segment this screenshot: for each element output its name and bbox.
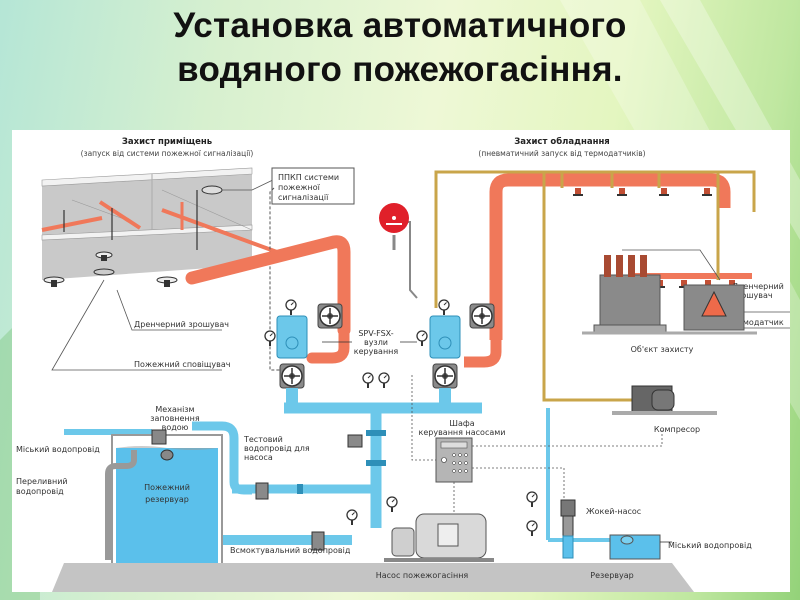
label-fire-detector: Пожежний сповіщувач <box>134 360 231 369</box>
label-control-units-3: керування <box>354 347 399 356</box>
ppkp-box: ППКП системи пожежної сигналізації <box>271 167 355 205</box>
leader-lines-left <box>51 177 278 371</box>
room-ceiling <box>41 167 278 280</box>
label-fire-tank-1: Пожежний <box>144 483 190 492</box>
ppkp-line-3: сигналізації <box>278 193 329 202</box>
label-reservoir: Резервуар <box>590 571 633 580</box>
label-city-water-left: Міський водопровід <box>16 445 100 454</box>
pneumatic-pipes <box>434 170 756 402</box>
label-pump-cabinet-2: керування насосами <box>419 428 506 437</box>
fire-tank: Пожежний резервуар <box>111 429 223 566</box>
control-units-label: SPV-FSX- вузли керування <box>322 329 417 356</box>
floor-slab: Насос пожежогасіння Резервуар <box>52 563 694 592</box>
title-line-1: Установка автоматичного <box>173 6 627 45</box>
title-line-2: водяного пожежогасіння. <box>177 50 623 89</box>
slide-title: Установка автоматичного водяного пожежог… <box>0 4 800 92</box>
label-control-units-1: SPV-FSX- <box>358 329 393 338</box>
label-drencher-sprinkler-left: Дренчерний зрошувач <box>134 320 229 329</box>
label-fill-mechanism-3: водою <box>162 423 189 432</box>
label-fill-mechanism-1: Механізм <box>155 405 194 414</box>
fire-suppression-diagram: Захист приміщень (запуск від системи пож… <box>16 136 790 592</box>
equipment-protection-header: Захист обладнання (пневматичний запуск в… <box>478 136 645 158</box>
label-protected-object: Об'єкт захисту <box>631 345 694 354</box>
label-test-pipe-2: водопровід для <box>244 444 310 453</box>
label-suction-pipe: Всмоктувальний водопровід <box>230 546 351 555</box>
label-city-water-right: Міський водопровід <box>668 541 752 550</box>
ppkp-line-1: ППКП системи <box>278 173 339 182</box>
label-overflow-2: водопровід <box>16 487 64 496</box>
sprinkler-alarm-bell <box>379 203 418 299</box>
label-compressor: Компресор <box>654 425 700 434</box>
diagram-panel: Захист приміщень (запуск від системи пож… <box>12 130 790 592</box>
room-protection-header: Захист приміщень (запуск від системи пож… <box>81 136 254 158</box>
equipment-protection-subtitle: (пневматичний запуск від термодатчиків) <box>478 149 645 158</box>
label-test-pipe-3: насоса <box>244 453 273 462</box>
jockey-pump: Жокей-насос <box>526 491 641 559</box>
small-reservoir: Міський водопровід <box>609 534 752 560</box>
label-pump-cabinet-1: Шафа <box>449 419 474 428</box>
ceiling-sprinklers <box>43 185 223 287</box>
ppkp-line-2: пожежної <box>278 183 321 192</box>
label-fire-tank-2: резервуар <box>145 495 189 504</box>
label-fire-pump: Насос пожежогасіння <box>376 571 469 580</box>
label-fill-mechanism-2: заповнення <box>150 414 200 423</box>
pressure-gauges-center <box>362 372 390 389</box>
fire-pump <box>384 513 494 562</box>
control-signal-lines <box>411 375 663 514</box>
smoke-detector <box>201 185 223 195</box>
label-thermo-sensor: Термодатчик <box>727 318 784 327</box>
label-jockey-pump: Жокей-насос <box>586 507 641 516</box>
overflow-pipe <box>105 450 137 560</box>
float-valve-icon <box>151 429 167 445</box>
sprinkler-pipe-left <box>185 235 351 364</box>
pump-control-cabinet: Шафа керування насосами <box>419 419 506 483</box>
label-test-pipe-1: Тестовий <box>243 435 283 444</box>
label-overflow-1: Переливний <box>16 477 68 486</box>
room-protection-title: Захист приміщень <box>122 136 212 147</box>
protected-object: Об'єкт захисту <box>582 255 757 354</box>
riser-valves <box>255 430 398 551</box>
label-drencher-right-2: зрошувач <box>732 291 773 300</box>
control-unit-right <box>416 299 495 410</box>
compressor: Компресор <box>612 385 717 434</box>
room-protection-subtitle: (запуск від системи пожежної сигналізаці… <box>81 149 254 158</box>
label-drencher-right-1: Дренчерний <box>732 282 784 291</box>
label-control-units-2: вузли <box>364 338 388 347</box>
equipment-protection-title: Захист обладнання <box>514 136 610 147</box>
